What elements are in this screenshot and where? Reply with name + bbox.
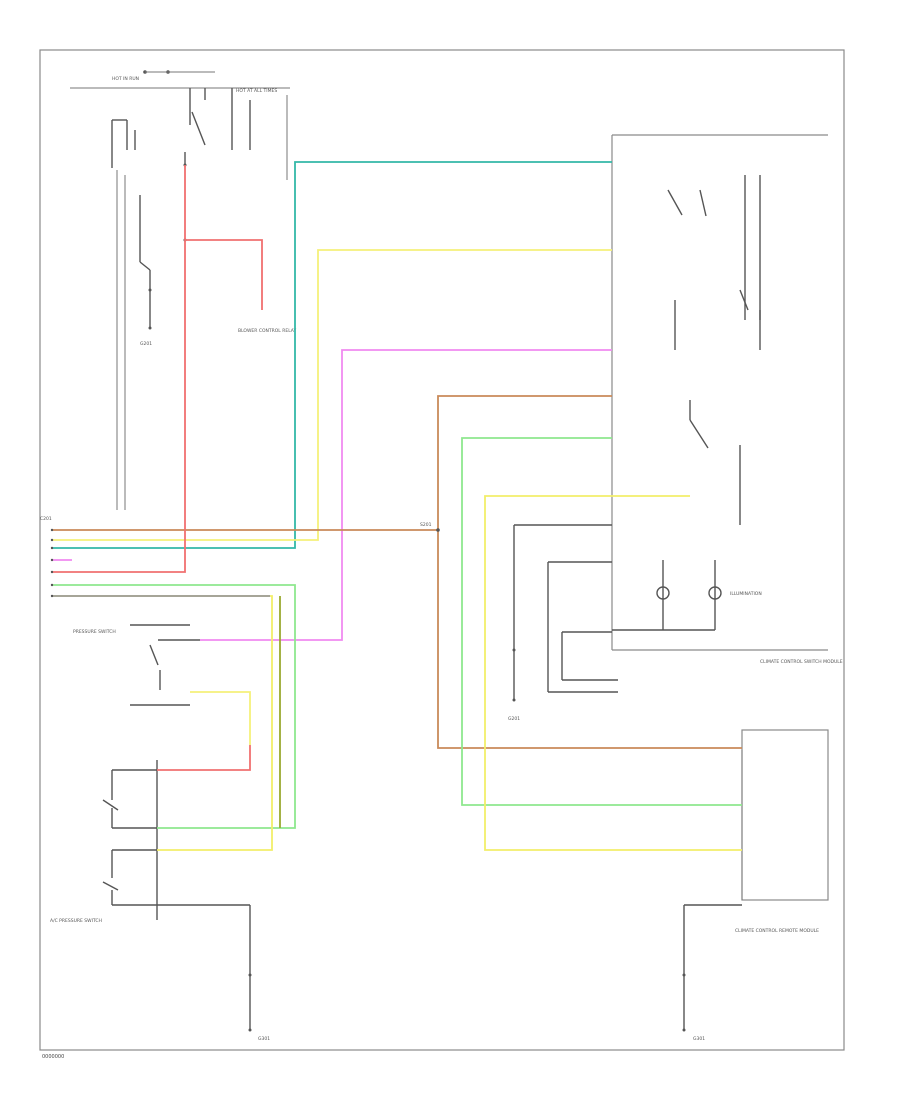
wire-red xyxy=(52,165,186,573)
top-fuse-block: HOT IN RUN HOT AT ALL TIMES G201 BLOWER … xyxy=(70,70,297,510)
wire-brown xyxy=(437,395,742,749)
label-blower-ctrl: BLOWER CONTROL RELAY xyxy=(238,328,297,334)
pressure-switch: PRESSURE SWITCH xyxy=(73,624,200,706)
label-module-br: CLIMATE CONTROL REMOTE MODULE xyxy=(735,928,819,934)
label-illumination: ILLUMINATION xyxy=(730,591,762,597)
label-ground-br: G301 xyxy=(693,1036,705,1042)
wire-light-yellow xyxy=(484,495,742,851)
wires xyxy=(52,161,742,851)
label-fuse-top: HOT IN RUN xyxy=(112,76,139,82)
wire-magenta xyxy=(200,349,612,641)
label-ground-mid: G201 xyxy=(508,716,520,722)
ac-pressure-switch: A/C PRESSURE SWITCH G301 xyxy=(50,760,270,1042)
left-connector: C201 xyxy=(40,516,54,598)
wire-yellow-ps xyxy=(190,691,251,745)
footer-code: 0000000 xyxy=(42,1054,64,1060)
wire-green xyxy=(461,437,742,806)
middle-ground: G201 xyxy=(508,524,618,722)
diagram-frame xyxy=(39,49,845,1051)
wire-teal xyxy=(52,161,612,549)
label-module-right: CLIMATE CONTROL SWITCH MODULE xyxy=(760,659,843,665)
climate-control-switch-module: ILLUMINATION CLIMATE CONTROL SWITCH MODU… xyxy=(611,134,843,665)
label-ac-pressure-switch: A/C PRESSURE SWITCH xyxy=(50,918,102,924)
label-splice: S201 xyxy=(420,522,432,528)
wire-red-ac xyxy=(157,745,251,771)
label-ground-bl: G301 xyxy=(258,1036,270,1042)
climate-control-remote-module: CLIMATE CONTROL REMOTE MODULE G301 xyxy=(682,729,829,1042)
label-ground-top: G201 xyxy=(140,341,152,347)
wire-red-branch xyxy=(185,239,263,310)
label-connector: C201 xyxy=(40,516,52,522)
label-fuse-top2: HOT AT ALL TIMES xyxy=(236,88,277,94)
label-pressure-switch: PRESSURE SWITCH xyxy=(73,629,116,635)
wire-green-left xyxy=(52,584,296,829)
